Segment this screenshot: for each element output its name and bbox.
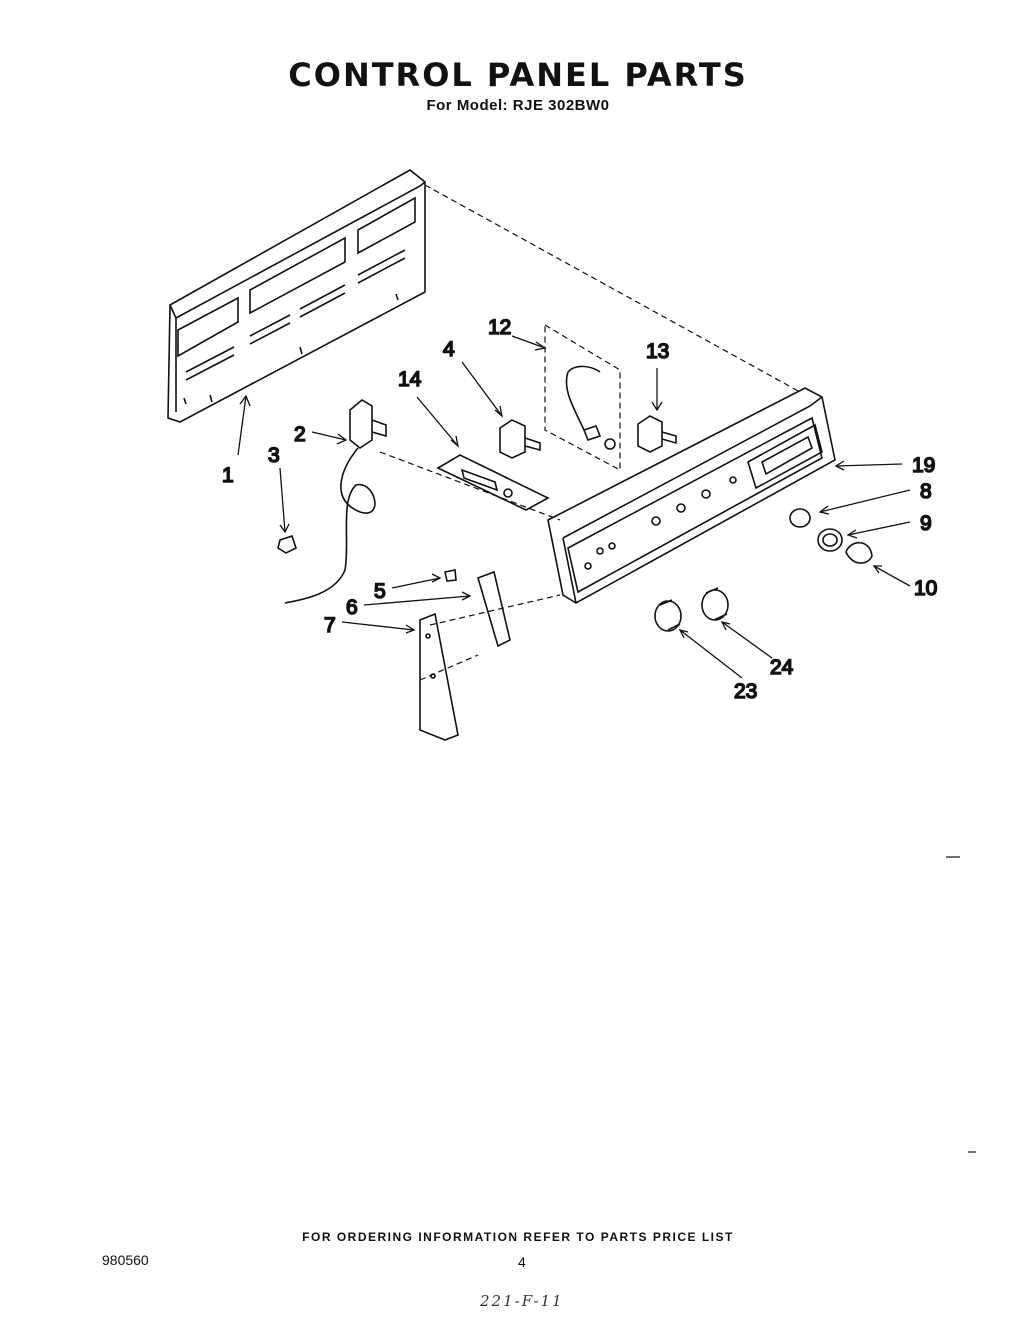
model-subtitle: For Model: RJE 302BW0 (426, 97, 610, 114)
callout-7: 7 (324, 614, 336, 637)
callout-14: 14 (398, 368, 422, 391)
switch-13 (637, 415, 677, 453)
assembly-guide-lines (379, 184, 801, 681)
front-knobs (654, 587, 729, 632)
control-panel-console (547, 387, 836, 604)
clip-part (277, 534, 297, 554)
page-title: CONTROL PANEL PARTS (288, 56, 748, 94)
callout-9: 9 (920, 512, 932, 535)
wire-harness (565, 365, 616, 450)
callout-24: 24 (770, 656, 794, 679)
indicator-light-plate (436, 454, 550, 511)
callout-6: 6 (346, 596, 358, 619)
ordering-info-footer: FOR ORDERING INFORMATION REFER TO PARTS … (302, 1230, 734, 1244)
callout-1: 1 (222, 464, 234, 487)
infinite-switch (499, 419, 541, 459)
document-number: 980560 (102, 1252, 149, 1268)
knob-assembly-right (789, 508, 873, 564)
callout-19: 19 (912, 454, 935, 477)
callout-5: 5 (374, 580, 386, 603)
callout-3: 3 (268, 444, 280, 467)
page-number: 4 (518, 1254, 526, 1270)
callout-2: 2 (294, 423, 306, 446)
callout-4: 4 (443, 338, 455, 361)
callout-13: 13 (646, 340, 669, 363)
side-brackets (419, 569, 511, 741)
callout-leaders (237, 335, 911, 679)
callout-10: 10 (914, 577, 937, 600)
switch-with-cord (284, 399, 387, 604)
handwritten-note: 221-F-11 (480, 1292, 564, 1310)
callout-12: 12 (488, 316, 511, 339)
backguard-panel (167, 169, 426, 423)
callout-8: 8 (920, 480, 932, 503)
callout-23: 23 (734, 680, 757, 703)
